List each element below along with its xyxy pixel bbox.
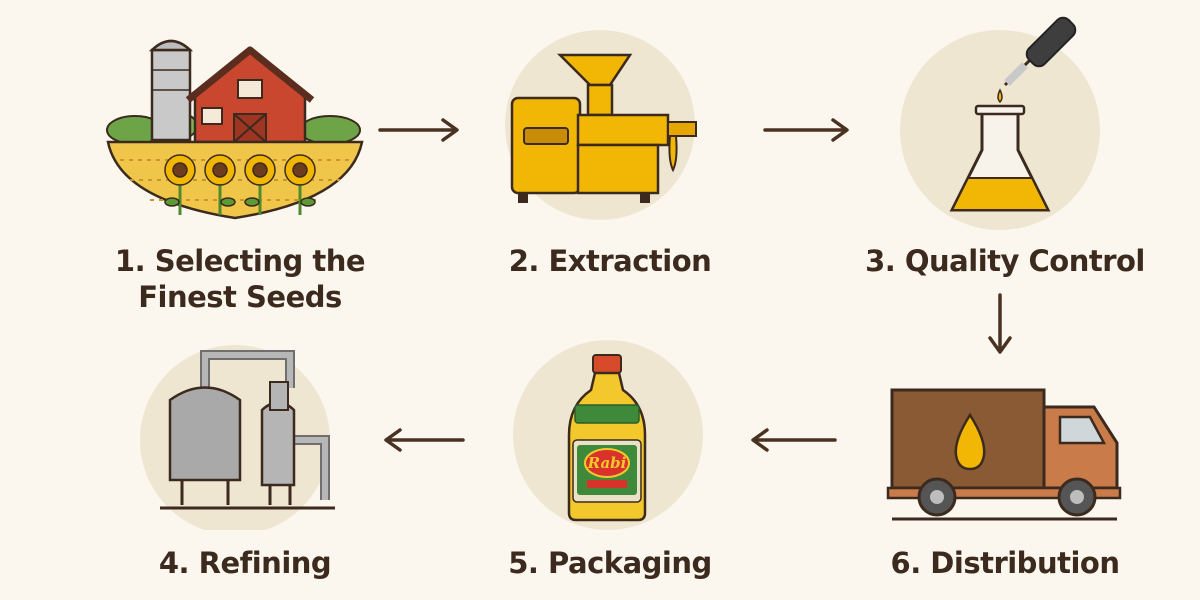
- flask-icon: [900, 16, 1100, 230]
- oil-bottle-icon: Rabi: [513, 340, 703, 530]
- farm-icon: [106, 39, 364, 220]
- bottle-brand-label: Rabi: [587, 454, 627, 472]
- arrow-2-to-3: [763, 118, 849, 142]
- step-label-distribution: 6. Distribution: [890, 546, 1120, 580]
- step-label-extraction: 2. Extraction: [508, 244, 712, 278]
- arrow-6-to-5: [751, 428, 837, 452]
- step-label-refining: 4. Refining: [158, 546, 332, 580]
- step-label-packaging: 5. Packaging: [508, 546, 712, 580]
- step-label-quality-control: 3. Quality Control: [865, 244, 1145, 278]
- arrow-1-to-2: [378, 118, 459, 142]
- arrow-3-to-6: [988, 293, 1012, 354]
- truck-icon: [886, 388, 1122, 521]
- refinery-icon: [140, 345, 335, 530]
- arrow-5-to-4: [384, 428, 465, 452]
- step-label-selecting-seeds: 1. Selecting the Finest Seeds: [114, 244, 366, 314]
- oil-press-icon: [505, 30, 697, 220]
